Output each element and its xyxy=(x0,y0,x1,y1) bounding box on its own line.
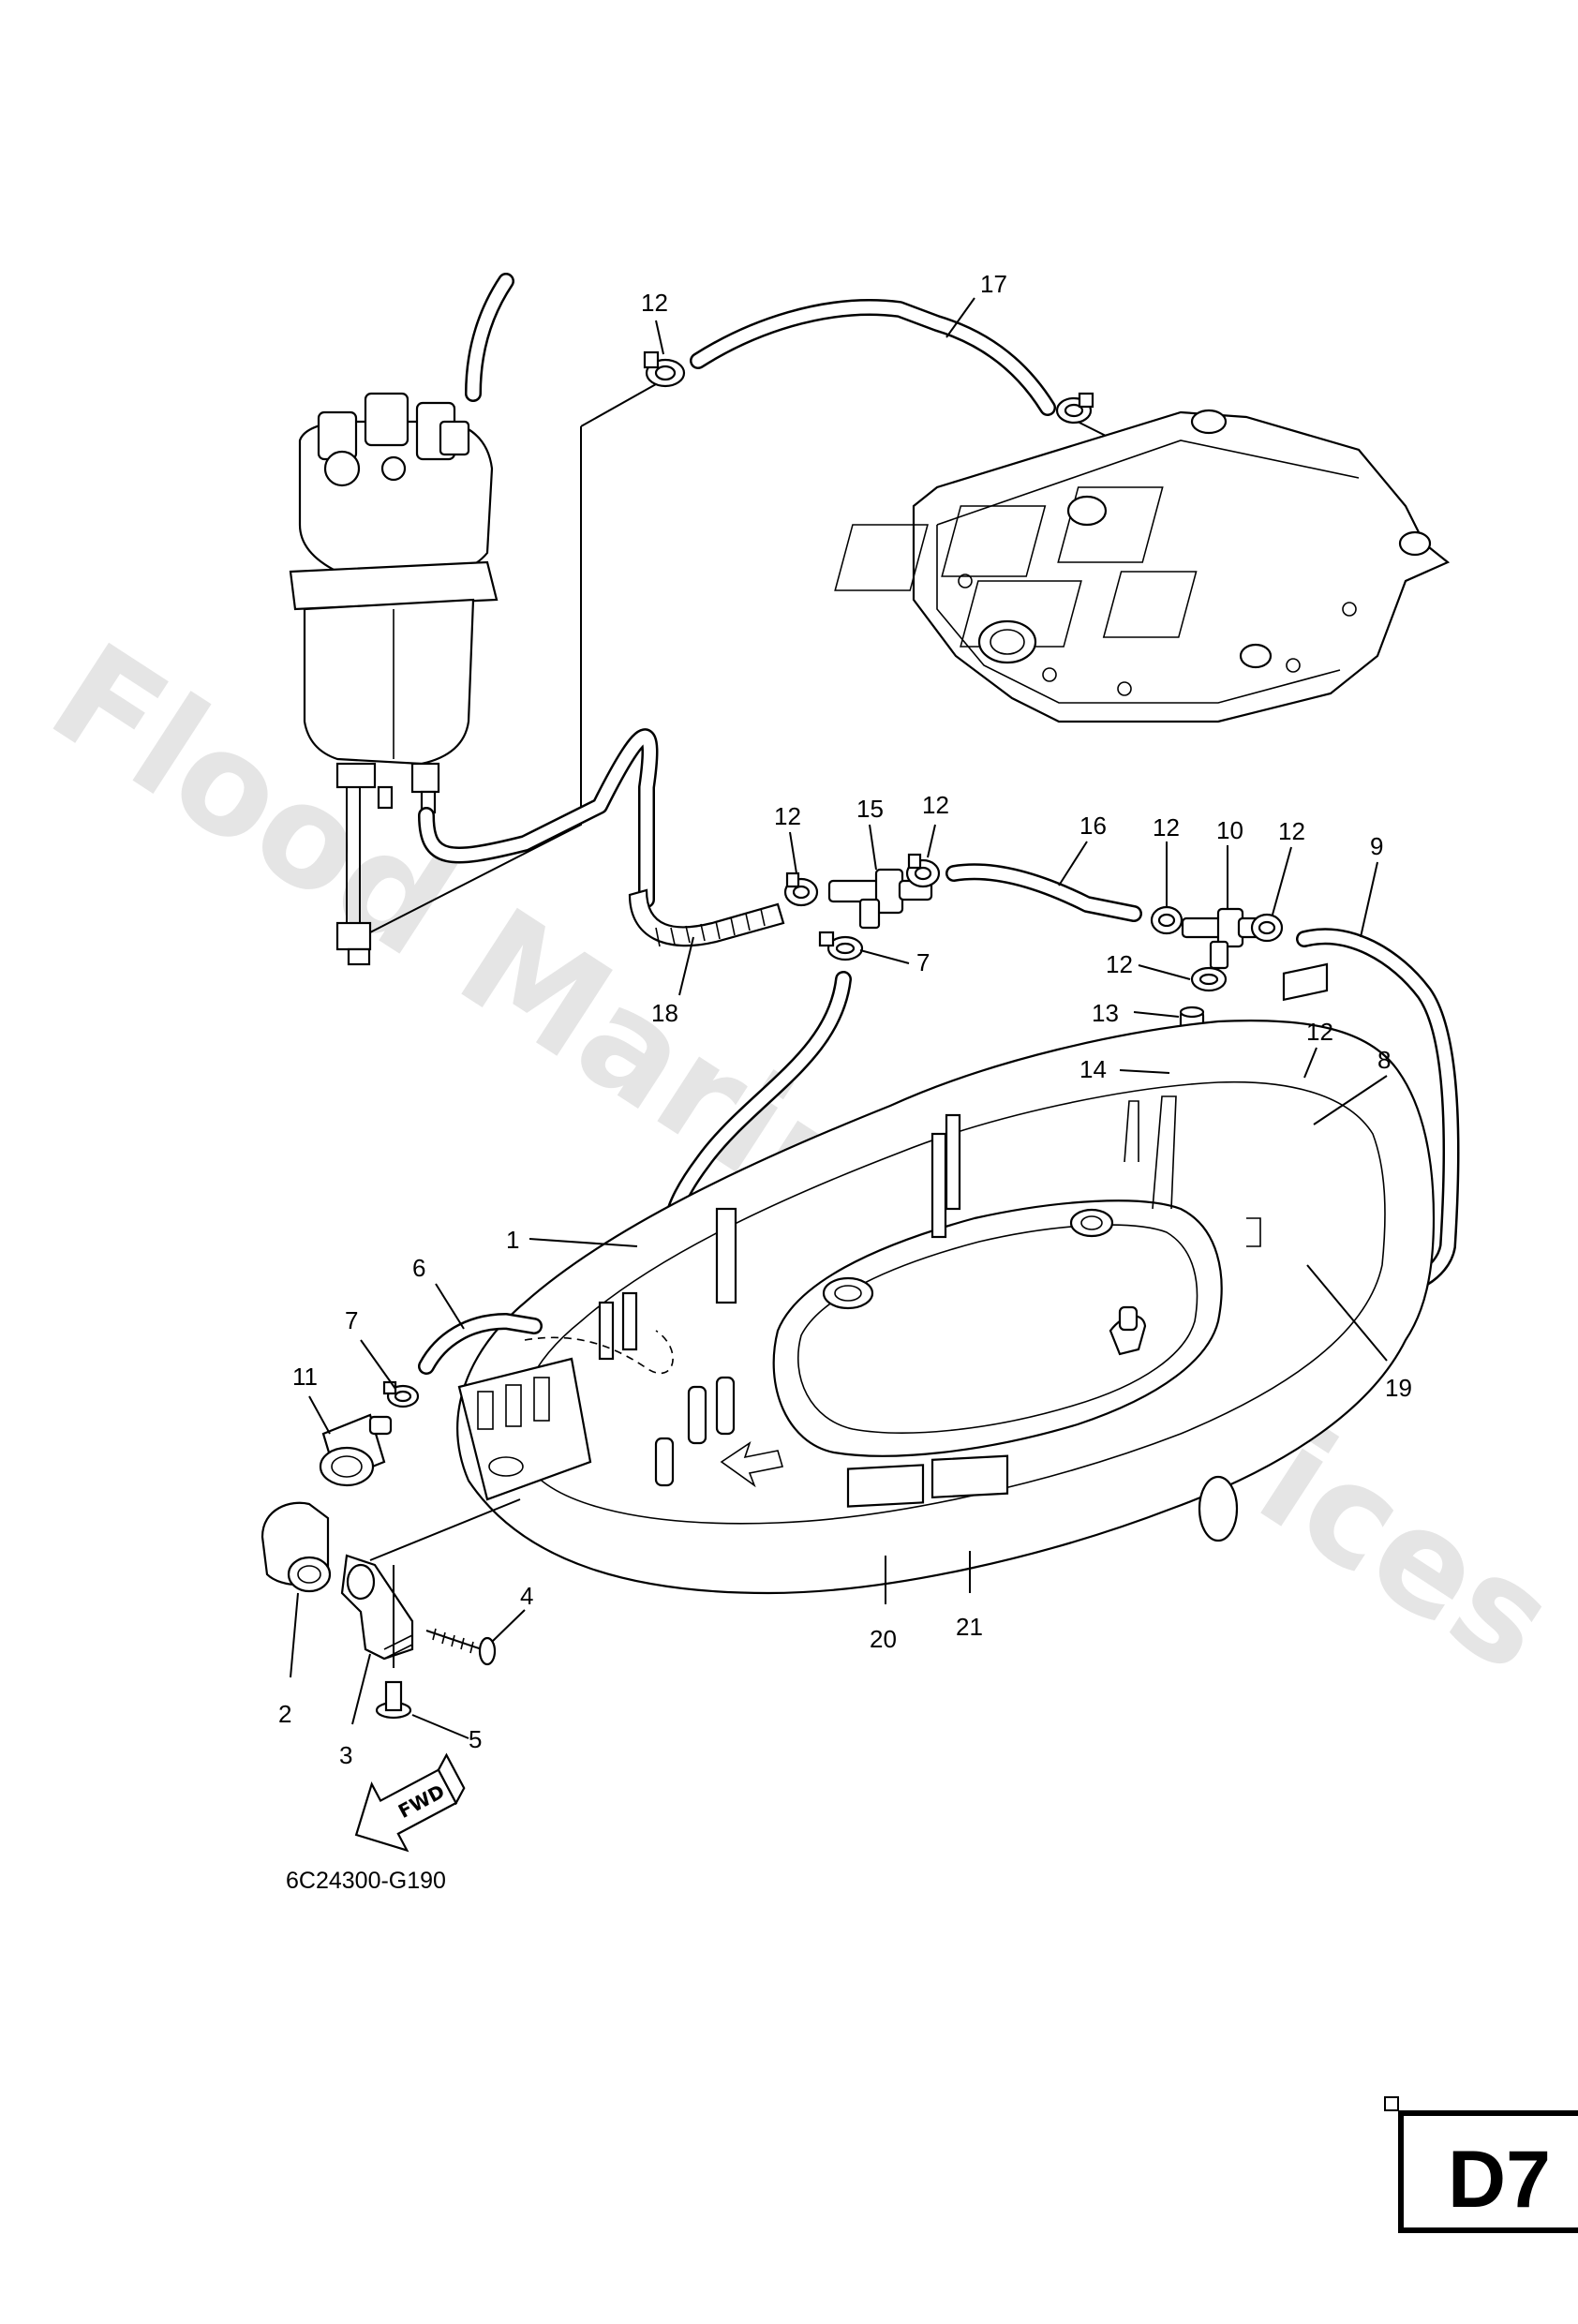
callout-7: 7 xyxy=(916,948,930,976)
callout-5: 5 xyxy=(469,1725,482,1753)
callout-12: 12 xyxy=(1278,817,1305,845)
callout-1: 1 xyxy=(506,1226,519,1254)
screw-5 xyxy=(375,1680,412,1720)
callout-12: 12 xyxy=(641,289,668,317)
fwd-arrow-icon: FWD xyxy=(354,1752,466,1853)
upper-casing xyxy=(834,409,1451,723)
callout-9: 9 xyxy=(1370,832,1383,860)
bottom-cowling xyxy=(456,962,1436,1595)
callout-16: 16 xyxy=(1079,812,1107,840)
callout-4: 4 xyxy=(520,1582,533,1610)
callout-3: 3 xyxy=(339,1741,352,1769)
callout-12: 12 xyxy=(1306,1018,1333,1046)
callout-12: 12 xyxy=(922,791,949,819)
callout-6: 6 xyxy=(412,1254,425,1282)
callout-11: 10 xyxy=(1216,816,1243,844)
callout-2: 2 xyxy=(278,1700,291,1728)
callout-19: 19 xyxy=(1385,1374,1412,1402)
page-tag-box: D7 xyxy=(1384,2096,1578,2233)
callout-12: 12 xyxy=(1106,950,1133,978)
hose-clamp-12 xyxy=(905,853,941,888)
bracket-3 xyxy=(340,1554,414,1661)
hose-18 xyxy=(418,728,785,947)
hose-clamp-12 xyxy=(1055,392,1094,425)
callout-10: 8 xyxy=(1377,1046,1391,1074)
callout-13: 13 xyxy=(1092,999,1119,1027)
callout-15: 15 xyxy=(856,795,884,823)
callout-12: 12 xyxy=(1153,813,1180,842)
hose-clamp-7 xyxy=(382,1380,420,1408)
hose-16 xyxy=(945,863,1142,922)
callout-7: 7 xyxy=(345,1306,358,1334)
screw-4 xyxy=(425,1628,497,1666)
callout-labels: 12 17 12 15 12 16 12 10 12 9 7 12 18 13 … xyxy=(278,270,1412,1769)
hose-6 xyxy=(418,1313,543,1375)
fuel-connector-8 xyxy=(319,1413,393,1487)
label-19 xyxy=(1282,962,1329,1002)
callout-18: 18 xyxy=(651,999,678,1027)
hose-clamp-12 xyxy=(1250,913,1284,943)
hose-clamp-12 xyxy=(1190,966,1228,992)
callout-21: 21 xyxy=(956,1613,983,1641)
hose-clamp-7 xyxy=(818,931,864,961)
hose-clamp-12 xyxy=(643,350,686,388)
label-20 xyxy=(846,1464,925,1508)
diagram-code: 6C24300-G190 xyxy=(286,1868,446,1894)
page-tag: D7 xyxy=(1448,2135,1551,2225)
hose-clamp-12 xyxy=(1150,905,1184,935)
fuel-filter-assembly xyxy=(289,273,514,966)
callout-20: 20 xyxy=(870,1625,897,1653)
callout-8: 11 xyxy=(292,1363,318,1391)
leader-lines xyxy=(290,297,1388,1739)
callout-17: 17 xyxy=(980,270,1007,298)
callout-12: 12 xyxy=(774,802,801,830)
grommet-2 xyxy=(261,1501,332,1593)
callout-14: 14 xyxy=(1079,1055,1107,1083)
label-21 xyxy=(930,1454,1009,1499)
hose-clamp-12 xyxy=(783,872,819,907)
